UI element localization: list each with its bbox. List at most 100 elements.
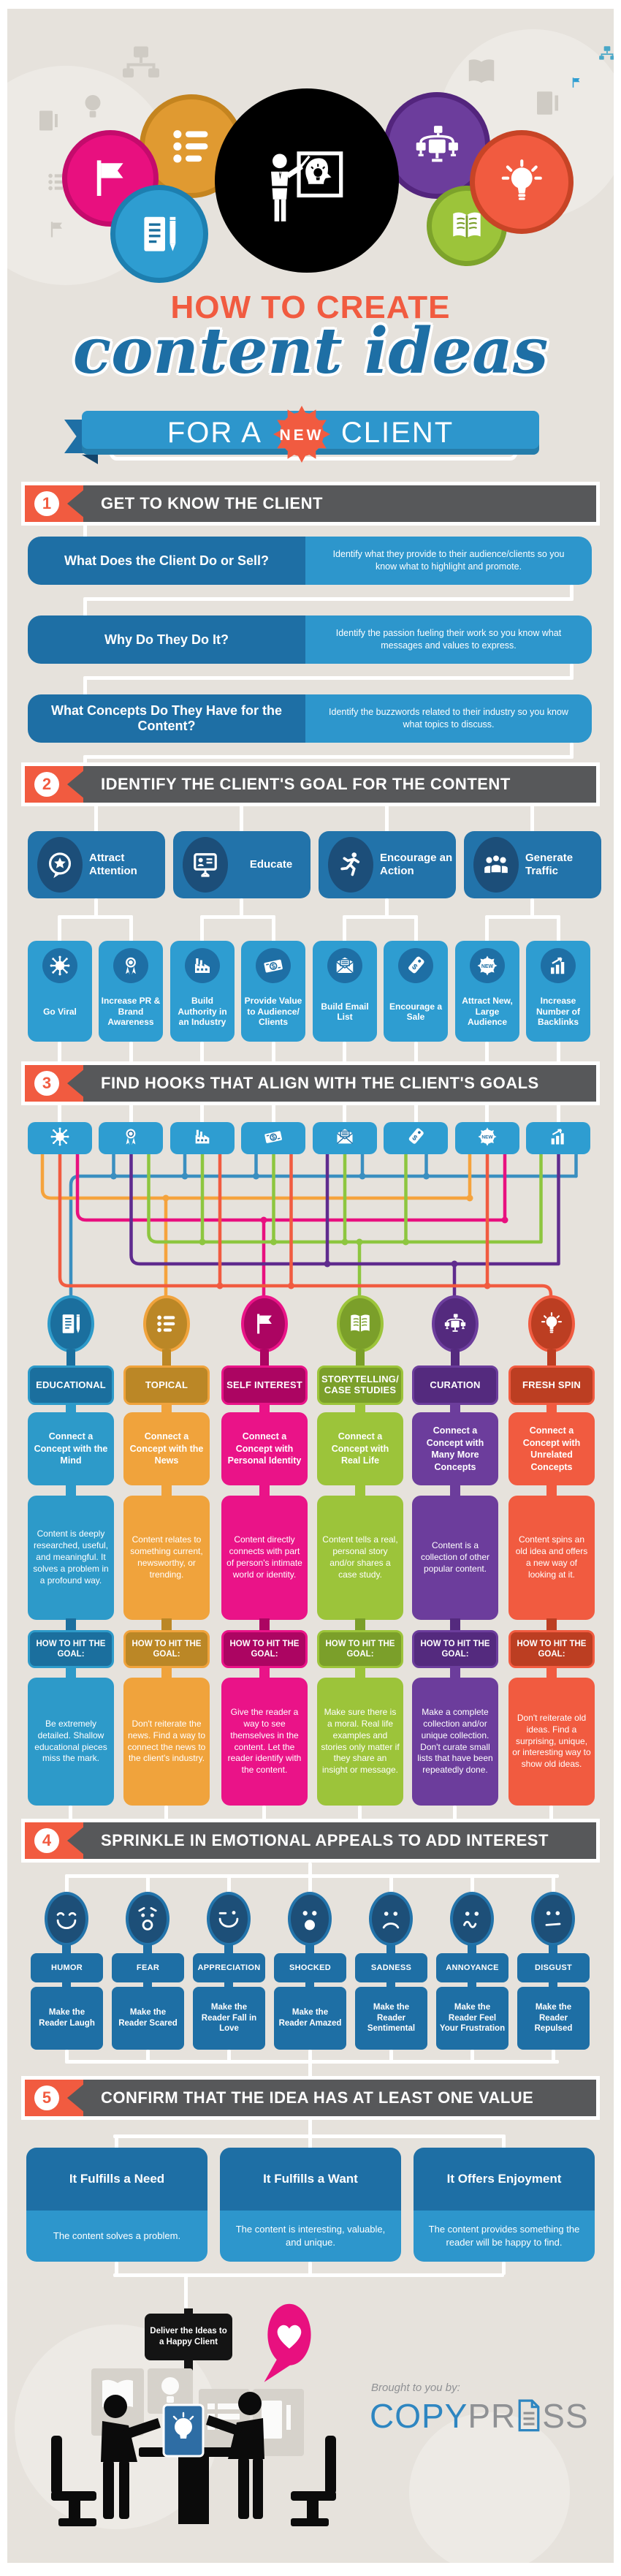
email-icon [335, 1126, 355, 1151]
question-2: Why Do They Do It? [28, 615, 305, 664]
svg-text:NEW: NEW [481, 964, 494, 969]
audience-icon: NEW [477, 1126, 498, 1151]
column-header: FRESH SPIN [508, 1365, 595, 1405]
subgoal-label: Build Authority in an Industry [178, 996, 227, 1028]
subgoal-card: Build Authority in an Industry [170, 941, 235, 1042]
emotion-effect: Make the Reader Repulsed [517, 1987, 590, 2050]
column-connect: Connect a Concept with Unrelated Concept… [508, 1412, 595, 1485]
hook-chip: NEW [455, 1122, 519, 1154]
authority-icon [185, 948, 220, 983]
goal-label: Attract Attention [89, 852, 137, 877]
network-icon [119, 41, 163, 85]
answer-3: Identify the buzzwords related to their … [305, 694, 592, 743]
educate-icon [183, 837, 228, 893]
section2-title: IDENTIFY THE CLIENT'S GOAL FOR THE CONTE… [101, 775, 511, 793]
goal-card: Generate Traffic [464, 831, 601, 898]
svg-text:$: $ [271, 962, 276, 970]
question-1: What Does the Client Do or Sell? [28, 537, 305, 585]
goal-label: Generate Traffic [525, 852, 574, 877]
viral-icon [50, 1126, 70, 1151]
sale-icon: $ [398, 948, 433, 983]
emotion-name: FEAR [112, 1953, 184, 1982]
sale-icon: $ [405, 1126, 426, 1151]
subgoal-card: Go Viral [28, 941, 92, 1042]
emotion-name: DISGUST [517, 1953, 590, 1982]
disgust-face-icon [531, 1892, 575, 1946]
audience-icon: NEW [470, 948, 505, 983]
action-icon [328, 837, 373, 893]
column-header: CURATION [412, 1365, 498, 1405]
how-to-hit-goal: HOW TO HIT THE GOAL: [123, 1630, 210, 1668]
value-text: The content provides something the reade… [414, 2211, 595, 2262]
section3-title: FIND HOOKS THAT ALIGN WITH THE CLIENT'S … [101, 1074, 539, 1092]
subgoal-card: Build Email List [313, 941, 377, 1042]
fresh-spin-bulb-circle [470, 130, 574, 234]
title-top: HOW TO CREATE [170, 289, 451, 325]
column-description: Content directly connects with part of p… [221, 1496, 308, 1620]
section4-title: SPRINKLE IN EMOTIONAL APPEALS TO ADD INT… [101, 1831, 549, 1849]
subgoal-label: Build Email List [321, 1001, 369, 1022]
value-icon: $ [256, 948, 291, 983]
frame-bottom [0, 2563, 621, 2576]
pr-icon [121, 1126, 141, 1151]
emotion-name: HUMOR [31, 1953, 103, 1982]
answer-1: Identify what they provide to their audi… [305, 537, 592, 585]
viral-icon [42, 948, 77, 983]
svg-text:NEW: NEW [481, 1134, 493, 1140]
hook-chip [170, 1122, 235, 1154]
banner-pre: FOR A [167, 416, 262, 449]
frame-top [0, 0, 621, 9]
shocked-face-icon [288, 1892, 332, 1946]
value-title: It Fulfills a Need [26, 2148, 207, 2211]
value-text: The content solves a problem. [26, 2211, 207, 2262]
goal-label: Educate [249, 858, 293, 871]
hook-chip [313, 1122, 377, 1154]
goal-card: Educate [173, 831, 310, 898]
logo-ss: SS [542, 2397, 589, 2435]
emotion-effect: Make the Reader Scared [112, 1987, 184, 2050]
answer-2: Identify the passion fueling their work … [305, 615, 592, 664]
attention-icon [37, 837, 83, 893]
column-connect: Connect a Concept with Personal Identity [221, 1412, 308, 1485]
section4-bar: 4 SPRINKLE IN EMOTIONAL APPEALS TO ADD I… [25, 1822, 596, 1859]
goal-label: Encourage an Action [380, 852, 453, 877]
svg-text:NEW: NEW [279, 427, 324, 444]
section4-number: 4 [34, 1828, 59, 1853]
educational-doc-circle [110, 185, 208, 283]
appreciation-face-icon [207, 1892, 251, 1946]
question-3: What Concepts Do They Have for the Conte… [28, 694, 305, 743]
hook-chip [526, 1122, 590, 1154]
presenter-circle [215, 88, 399, 273]
emotion-name: ANNOYANCE [436, 1953, 508, 1982]
hook-chip: $ [241, 1122, 305, 1154]
emotion-effect: Make the Reader Fall in Love [193, 1987, 265, 2050]
flag-icon [570, 76, 583, 89]
column-connect: Connect a Concept with the News [123, 1412, 210, 1485]
value-text: The content is interesting, valuable, an… [220, 2211, 401, 2262]
value-title: It Offers Enjoyment [414, 2148, 595, 2211]
column-description: Content is a collection of other popular… [412, 1496, 498, 1620]
network-icon [598, 44, 617, 63]
hook-connector-lines [40, 1154, 578, 1321]
storytelling-oval [337, 1295, 384, 1352]
topical-oval [143, 1295, 190, 1352]
subgoal-label: Go Viral [43, 1006, 77, 1017]
brought-to-you-by: Brought to you by: [371, 2382, 460, 2394]
column-tip: Make sure there is a moral. Real life ex… [317, 1678, 403, 1806]
column-connect: Connect a Concept with Real Life [317, 1412, 403, 1485]
emotion-effect: Make the Reader Sentimental [355, 1987, 427, 2050]
meeting-scene [29, 2368, 358, 2533]
how-to-hit-goal: HOW TO HIT THE GOAL: [221, 1630, 308, 1668]
column-header: TOPICAL [123, 1365, 210, 1405]
section3-bar: 3 FIND HOOKS THAT ALIGN WITH THE CLIENT'… [25, 1065, 596, 1102]
self-interest-oval [241, 1295, 288, 1352]
banner-fold [82, 455, 98, 464]
emotion-name: SHOCKED [274, 1953, 346, 1982]
column-description: Content relates to something current, ne… [123, 1496, 210, 1620]
list-icon [45, 170, 70, 194]
emotion-name: SADNESS [355, 1953, 427, 1982]
subgoal-label: Attract New, Large Audience [462, 996, 513, 1028]
svg-text:$: $ [411, 1134, 419, 1143]
